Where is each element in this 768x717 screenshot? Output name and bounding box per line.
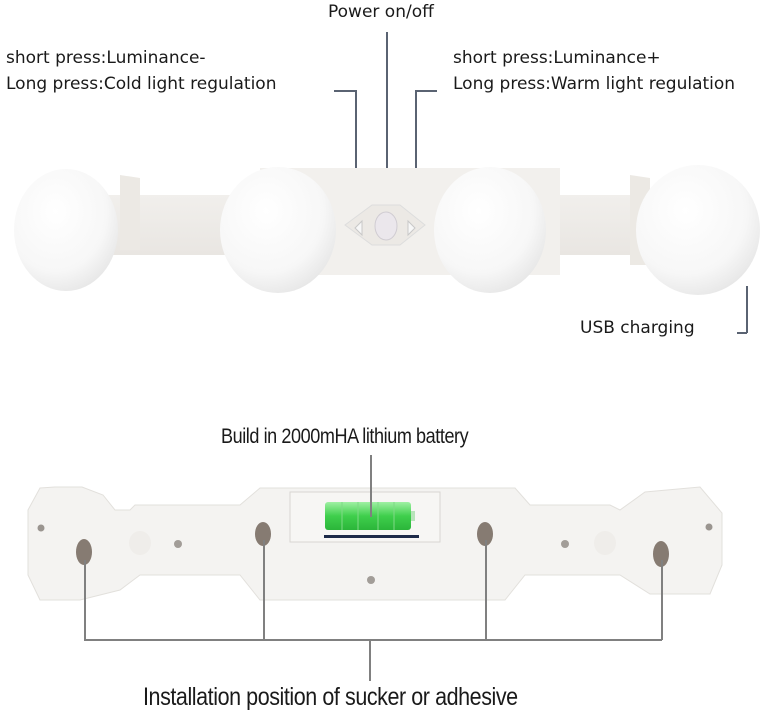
leader-line-battery — [370, 455, 372, 517]
screw-icon — [705, 523, 713, 531]
leader-line-left-v — [355, 90, 357, 214]
leader-line-usb-h — [737, 332, 747, 334]
bulb-3-icon — [434, 167, 546, 293]
leader-line-mount-center — [369, 639, 371, 681]
luminance-minus-label: short press:Luminance- — [6, 48, 206, 68]
luminance-plus-label: short press:Luminance+ — [453, 48, 661, 68]
bulb-1-icon — [14, 169, 118, 291]
leader-line-mount-2 — [263, 540, 265, 640]
leader-line-power — [386, 32, 388, 214]
leader-line-right — [415, 90, 437, 92]
screw-icon — [367, 576, 375, 584]
leader-line-right-v — [415, 90, 417, 214]
mount-point-2-icon — [255, 522, 271, 546]
screw-icon — [174, 540, 182, 548]
back-panel-illustration — [27, 486, 723, 601]
mount-point-3-icon — [477, 522, 493, 546]
cold-light-label: Long press:Cold light regulation — [6, 74, 277, 94]
mount-label: Installation position of sucker or adhes… — [143, 683, 518, 711]
screw-icon — [561, 540, 569, 548]
bulb-4-icon — [636, 165, 760, 295]
leader-line-mount-3 — [485, 540, 487, 640]
leader-line-mount-1 — [84, 560, 86, 640]
leader-line-left — [334, 90, 356, 92]
usb-charging-label: USB charging — [580, 318, 695, 338]
power-button-icon — [374, 211, 398, 241]
leader-line-mount-horizontal — [84, 639, 662, 641]
battery-icon — [325, 502, 411, 530]
mount-point-1-icon — [76, 539, 92, 565]
bulb-2-icon — [220, 167, 336, 293]
leader-line-usb-v — [746, 286, 748, 333]
battery-label: Build in 2000mHA lithium battery — [221, 425, 469, 448]
mount-point-4-icon — [653, 541, 669, 567]
power-label: Power on/off — [328, 2, 434, 22]
screw-icon — [37, 524, 45, 532]
leader-line-mount-4 — [661, 560, 663, 640]
warm-light-label: Long press:Warm light regulation — [453, 74, 736, 94]
